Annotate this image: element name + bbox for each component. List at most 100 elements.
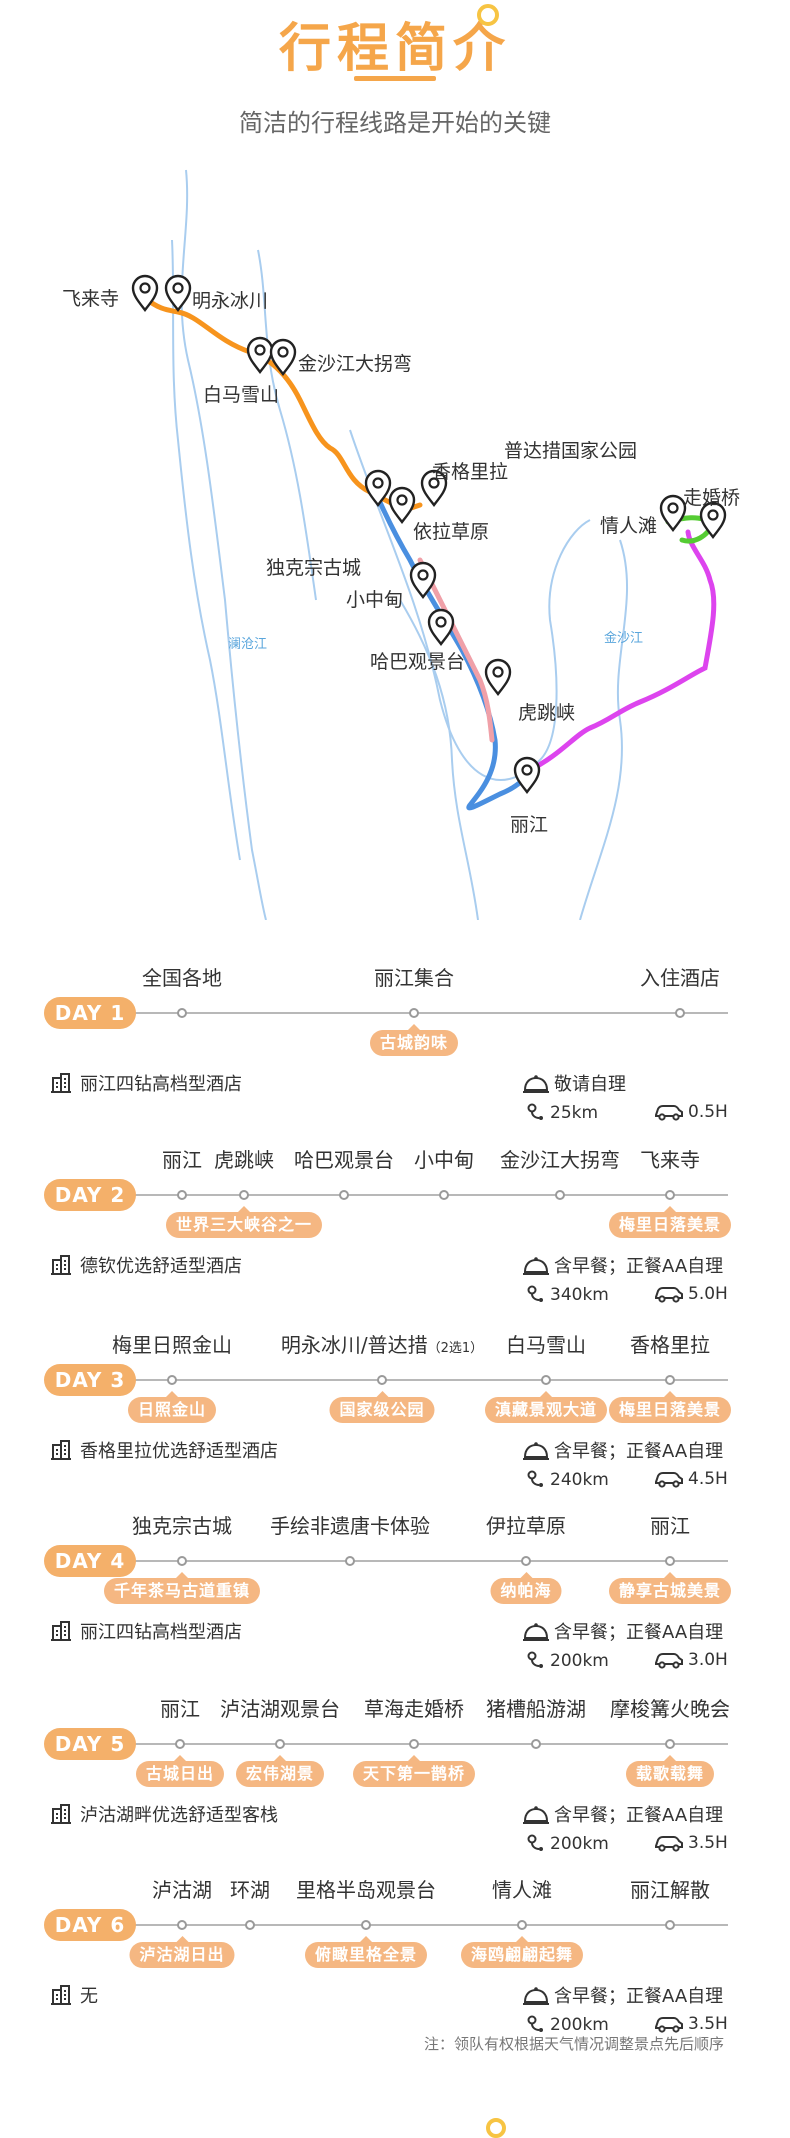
page-subtitle: 简洁的行程线路是开始的关键 bbox=[239, 109, 551, 137]
cloche-icon bbox=[522, 1986, 550, 2011]
timeline-dot bbox=[339, 1190, 349, 1200]
river-lancang bbox=[180, 169, 267, 920]
car-icon bbox=[654, 1651, 684, 1674]
car-icon bbox=[654, 1470, 684, 1493]
duration-info: 3.0H bbox=[654, 1650, 728, 1674]
duration-info: 0.5H bbox=[654, 1102, 728, 1126]
highlight-tag: 梅里日落美景 bbox=[608, 1391, 732, 1423]
timeline-dot bbox=[439, 1190, 449, 1200]
day-timeline bbox=[60, 1012, 728, 1014]
highlight-tag: 千年茶马古道重镇 bbox=[103, 1572, 261, 1604]
river-branch-1 bbox=[171, 239, 241, 861]
map-label-shangri-la: 香格里拉 bbox=[432, 461, 508, 483]
day-timeline bbox=[60, 1560, 728, 1562]
stop-label: 白马雪山 bbox=[506, 1333, 586, 1357]
car-icon bbox=[654, 2015, 684, 2038]
car-icon bbox=[654, 1103, 684, 1126]
map-label-xiaozhongdian: 小中甸 bbox=[346, 589, 403, 611]
stop-label: 猪槽船游湖 bbox=[486, 1697, 586, 1721]
day-badge: DAY 1 bbox=[44, 997, 136, 1029]
map-label-haba: 哈巴观景台 bbox=[370, 651, 465, 673]
highlight-tag: 古城日出 bbox=[135, 1755, 225, 1787]
distance-info: 200km bbox=[526, 1650, 609, 1675]
pin-haba-icon bbox=[427, 608, 455, 646]
disclaimer-note: 注：领队有权根据天气情况调整景点先后顺序 bbox=[423, 2035, 724, 2053]
distance-value: 25km bbox=[550, 1103, 599, 1123]
route-icon bbox=[526, 1284, 546, 1309]
map-label-yila: 依拉草原 bbox=[413, 521, 489, 543]
hotel-name: 德钦优选舒适型酒店 bbox=[80, 1256, 242, 1277]
meal-text: 含早餐；正餐AA自理 bbox=[554, 1986, 724, 2007]
cloche-icon bbox=[522, 1074, 550, 1099]
meal-info: 含早餐；正餐AA自理 bbox=[522, 1252, 723, 1281]
stop-label: 情人滩 bbox=[492, 1878, 552, 1902]
highlight-tag: 梅里日落美景 bbox=[608, 1206, 732, 1238]
timeline-dot bbox=[177, 1556, 187, 1566]
building-icon bbox=[50, 1072, 72, 1099]
stop-label: 草海走婚桥 bbox=[364, 1697, 464, 1721]
highlight-tag: 宏伟湖景 bbox=[235, 1755, 325, 1787]
route-icon bbox=[526, 1469, 546, 1494]
cloche-icon bbox=[522, 1256, 550, 1281]
timeline-dot bbox=[521, 1556, 531, 1566]
river-branch-2 bbox=[257, 249, 317, 601]
building-icon bbox=[50, 1439, 72, 1466]
meal-info: 含早餐；正餐AA自理 bbox=[522, 1801, 723, 1830]
distance-info: 200km bbox=[526, 2014, 609, 2039]
duration-info: 4.5H bbox=[654, 1469, 728, 1493]
meal-text: 含早餐；正餐AA自理 bbox=[554, 1805, 724, 1826]
distance-info: 25km bbox=[526, 1102, 598, 1127]
building-icon bbox=[50, 1254, 72, 1281]
day-badge: DAY 3 bbox=[44, 1364, 136, 1396]
rivers bbox=[171, 169, 628, 920]
route-pink bbox=[417, 557, 495, 743]
title-underline bbox=[354, 76, 436, 81]
hotel-info: 丽江四钻高档型酒店 bbox=[50, 1618, 242, 1647]
car-icon bbox=[654, 1834, 684, 1857]
stop-label: 丽江 bbox=[160, 1697, 200, 1721]
highlight-tag: 载歌载舞 bbox=[625, 1755, 715, 1787]
stop-label: 摩梭篝火晚会 bbox=[610, 1697, 730, 1721]
stop-label: 丽江 bbox=[162, 1148, 202, 1172]
distance-value: 200km bbox=[550, 1834, 609, 1854]
stop-label: 里格半岛观景台 bbox=[296, 1878, 436, 1902]
highlight-tag: 俯瞰里格全景 bbox=[304, 1936, 428, 1968]
river-label-lancang: 澜沧江 bbox=[228, 636, 267, 652]
highlight-tag: 静享古城美景 bbox=[608, 1572, 732, 1604]
timeline-dot bbox=[275, 1739, 285, 1749]
meal-info: 含早餐；正餐AA自理 bbox=[522, 1618, 723, 1647]
stop-label: 手绘非遗唐卡体验 bbox=[270, 1514, 430, 1538]
day-badge: DAY 5 bbox=[44, 1728, 136, 1760]
meal-info: 含早餐；正餐AA自理 bbox=[522, 1982, 723, 2011]
pin-lijiang-icon bbox=[513, 756, 541, 794]
timeline-dot bbox=[377, 1375, 387, 1385]
pin-xiaozhongdian-icon bbox=[409, 561, 437, 599]
cloche-icon bbox=[522, 1441, 550, 1466]
day-badge: DAY 4 bbox=[44, 1545, 136, 1577]
hotel-name: 香格里拉优选舒适型酒店 bbox=[80, 1441, 278, 1462]
pin-mingyong-icon bbox=[164, 274, 192, 312]
hotel-info: 无 bbox=[50, 1982, 98, 2011]
stop-label: 飞来寺 bbox=[640, 1148, 700, 1172]
hotel-name: 丽江四钻高档型酒店 bbox=[80, 1622, 242, 1643]
timeline-dot bbox=[239, 1190, 249, 1200]
stop-label: 金沙江大拐弯 bbox=[500, 1148, 620, 1172]
route-icon bbox=[526, 1833, 546, 1858]
map-label-qingren: 情人滩 bbox=[600, 515, 657, 537]
highlight-tag: 纳帕海 bbox=[490, 1572, 562, 1604]
duration-info: 3.5H bbox=[654, 2014, 728, 2038]
day-badge: DAY 6 bbox=[44, 1909, 136, 1941]
page-title: 行程简介 bbox=[278, 19, 511, 79]
timeline-dot bbox=[245, 1920, 255, 1930]
distance-info: 200km bbox=[526, 1833, 609, 1858]
meal-info: 含早餐；正餐AA自理 bbox=[522, 1437, 723, 1466]
timeline-dot bbox=[175, 1739, 185, 1749]
map-label-dukezong: 独克宗古城 bbox=[266, 557, 361, 579]
river-label-jinsha: 金沙江 bbox=[604, 630, 643, 646]
timeline-dot bbox=[555, 1190, 565, 1200]
meal-text: 含早餐；正餐AA自理 bbox=[554, 1622, 724, 1643]
highlight-tag: 国家级公园 bbox=[329, 1391, 435, 1423]
map-label-jinsha-bend: 金沙江大拐弯 bbox=[298, 353, 412, 375]
title-circle-decoration-icon bbox=[477, 4, 499, 26]
